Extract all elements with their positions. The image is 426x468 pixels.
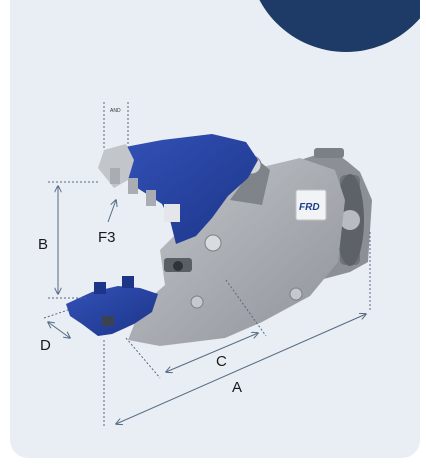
upper-jaw [98,134,258,244]
label-d: D [40,337,51,354]
brand-plate: FRD [295,189,327,221]
crusher-body [128,155,345,346]
f3-arrow [107,200,116,223]
lower-jaw [66,276,158,336]
dimension-c-line [166,333,258,372]
brand-logo-text: FRD [299,202,320,213]
dimension-d-line [48,322,70,338]
label-a: A [232,379,242,396]
label-c: C [216,353,227,370]
dimension-lines [43,102,371,428]
small-label: AND [110,108,121,114]
label-b: B [38,236,48,253]
label-f3: F3 [98,229,116,246]
inner-mechanism [164,258,192,272]
